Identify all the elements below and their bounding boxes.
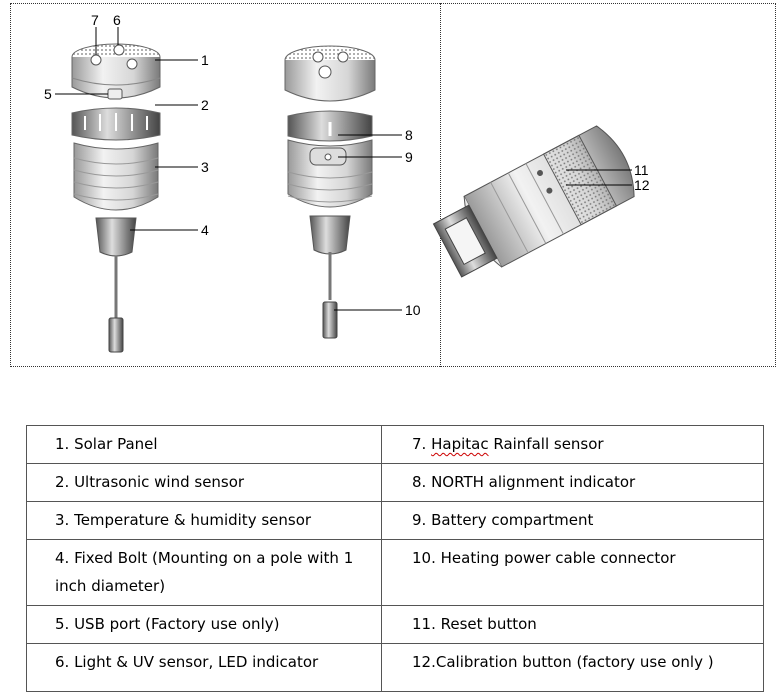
callout-8: 8 [405,127,413,143]
weather-station-illustration: 7 6 1 5 2 3 4 8 9 10 11 12 [44,12,650,353]
table-row: 3. Temperature & humidity sensor 9. Batt… [26,501,764,540]
table-row: 4. Fixed Bolt (Mounting on a pole with 1… [26,539,764,606]
callout-2: 2 [201,97,209,113]
table-row: 6. Light & UV sensor, LED indicator 12.C… [26,643,764,692]
legend-item: 7. Hapitac Rainfall sensor [381,425,764,464]
legend-item: 8. NORTH alignment indicator [381,463,764,502]
legend-item-text: Rainfall sensor [488,435,604,453]
legend-item: 3. Temperature & humidity sensor [26,501,382,540]
parts-legend-table: 1. Solar Panel 7. Hapitac Rainfall senso… [26,425,764,692]
callout-12: 12 [634,177,650,193]
spellcheck-word: Hapitac [431,435,489,453]
callout-6: 6 [113,12,121,28]
device-back-view [284,45,376,339]
table-row: 5. USB port (Factory use only) 11. Reset… [26,605,764,644]
callout-leader-lines [55,27,632,311]
legend-item: 2. Ultrasonic wind sensor [26,463,382,502]
legend-item-number: 7. [412,435,432,453]
legend-item: 6. Light & UV sensor, LED indicator [26,643,382,692]
callout-3: 3 [201,159,209,175]
callout-4: 4 [201,222,209,238]
legend-item: 10. Heating power cable connector [381,539,764,606]
table-row: 1. Solar Panel 7. Hapitac Rainfall senso… [26,425,764,464]
table-row: 2. Ultrasonic wind sensor 8. NORTH align… [26,463,764,502]
device-front-view [71,43,161,353]
legend-item: 9. Battery compartment [381,501,764,540]
callout-1: 1 [201,52,209,68]
callout-10: 10 [405,302,421,318]
callout-9: 9 [405,149,413,165]
callout-11: 11 [634,162,649,178]
callout-7: 7 [91,12,99,28]
figure-frame [10,3,776,367]
figure-divider [440,3,441,367]
device-bottom-view [432,125,635,278]
legend-item: 5. USB port (Factory use only) [26,605,382,644]
callout-5: 5 [44,86,52,102]
legend-item: 4. Fixed Bolt (Mounting on a pole with 1… [26,539,382,606]
legend-item: 11. Reset button [381,605,764,644]
legend-item: 1. Solar Panel [26,425,382,464]
legend-item: 12.Calibration button (factory use only … [381,643,764,692]
